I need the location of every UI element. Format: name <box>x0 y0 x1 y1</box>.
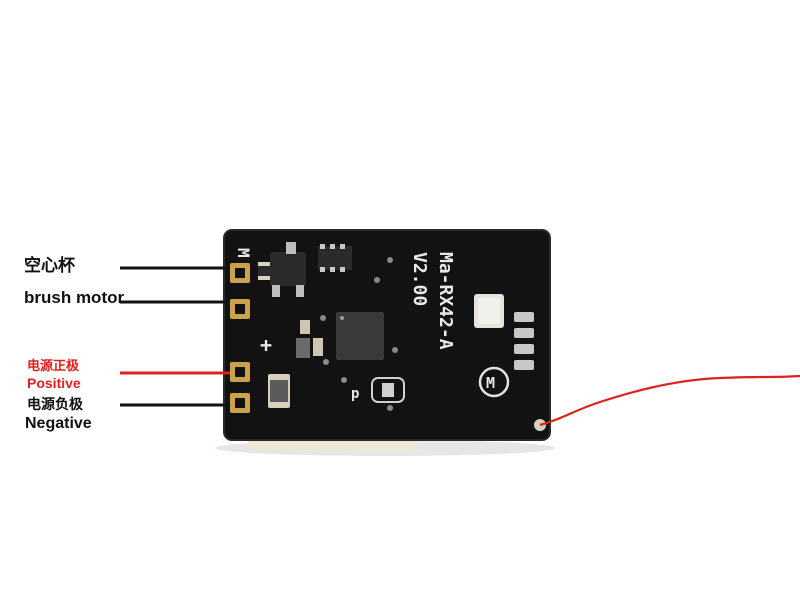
resistor-array-pin <box>330 244 335 249</box>
resistor-array-pin <box>340 244 345 249</box>
via <box>392 347 398 353</box>
negative-label-en: Negative <box>25 415 92 432</box>
transistor-pin-left <box>272 285 280 297</box>
positive-pad-hole <box>235 367 245 377</box>
motor-pad-1-hole <box>235 268 245 278</box>
via <box>323 359 329 365</box>
negative-pad-hole <box>235 398 245 408</box>
bind-button <box>382 383 394 397</box>
mcu-pin1-dot <box>340 316 344 320</box>
transistor-pin-top <box>286 242 296 254</box>
silk-p-label: p <box>351 386 359 402</box>
mcu-chip <box>336 312 384 360</box>
capacitor-3 <box>313 338 323 356</box>
brush-motor-label-en: brush motor <box>24 288 125 307</box>
via <box>387 405 393 411</box>
header-pin <box>514 360 534 370</box>
brush-motor-label-cn: 空心杯 <box>24 256 75 276</box>
rf-crystal-top <box>478 298 500 324</box>
model-text-line1: Ma-RX42-A <box>435 252 456 350</box>
header-pin <box>514 328 534 338</box>
via <box>320 315 326 321</box>
brand-logo-ring <box>478 366 510 398</box>
pcb-edge <box>223 229 551 441</box>
antenna-wire <box>539 374 800 427</box>
via <box>374 277 380 283</box>
motor-pad-2-hole <box>235 304 245 314</box>
resistor-array-pin <box>320 244 325 249</box>
silk-m-label: M <box>234 248 253 258</box>
positive-label-en: Positive <box>27 375 81 391</box>
transistor-chip <box>270 252 306 286</box>
resistor-array <box>318 246 352 270</box>
model-text-line2: V2.00 <box>409 252 430 306</box>
resistor-array-pin <box>340 267 345 272</box>
silk-plus-label: + <box>260 333 272 357</box>
capacitor-2 <box>296 338 310 358</box>
electrolytic-cap-body <box>270 380 288 402</box>
resistor-array-pin <box>330 267 335 272</box>
capacitor-1 <box>300 320 310 334</box>
resistor-array-pin <box>320 267 325 272</box>
positive-label-cn: 电源正极 <box>27 359 80 374</box>
resistor-1-body <box>258 266 270 276</box>
negative-label-cn: 电源负极 <box>27 397 83 413</box>
header-pin <box>514 344 534 354</box>
brand-logo-letter: M <box>486 374 495 392</box>
via <box>341 377 347 383</box>
transistor-pin-right <box>296 285 304 297</box>
via <box>387 257 393 263</box>
bind-button-outline <box>371 377 405 403</box>
header-pin <box>514 312 534 322</box>
